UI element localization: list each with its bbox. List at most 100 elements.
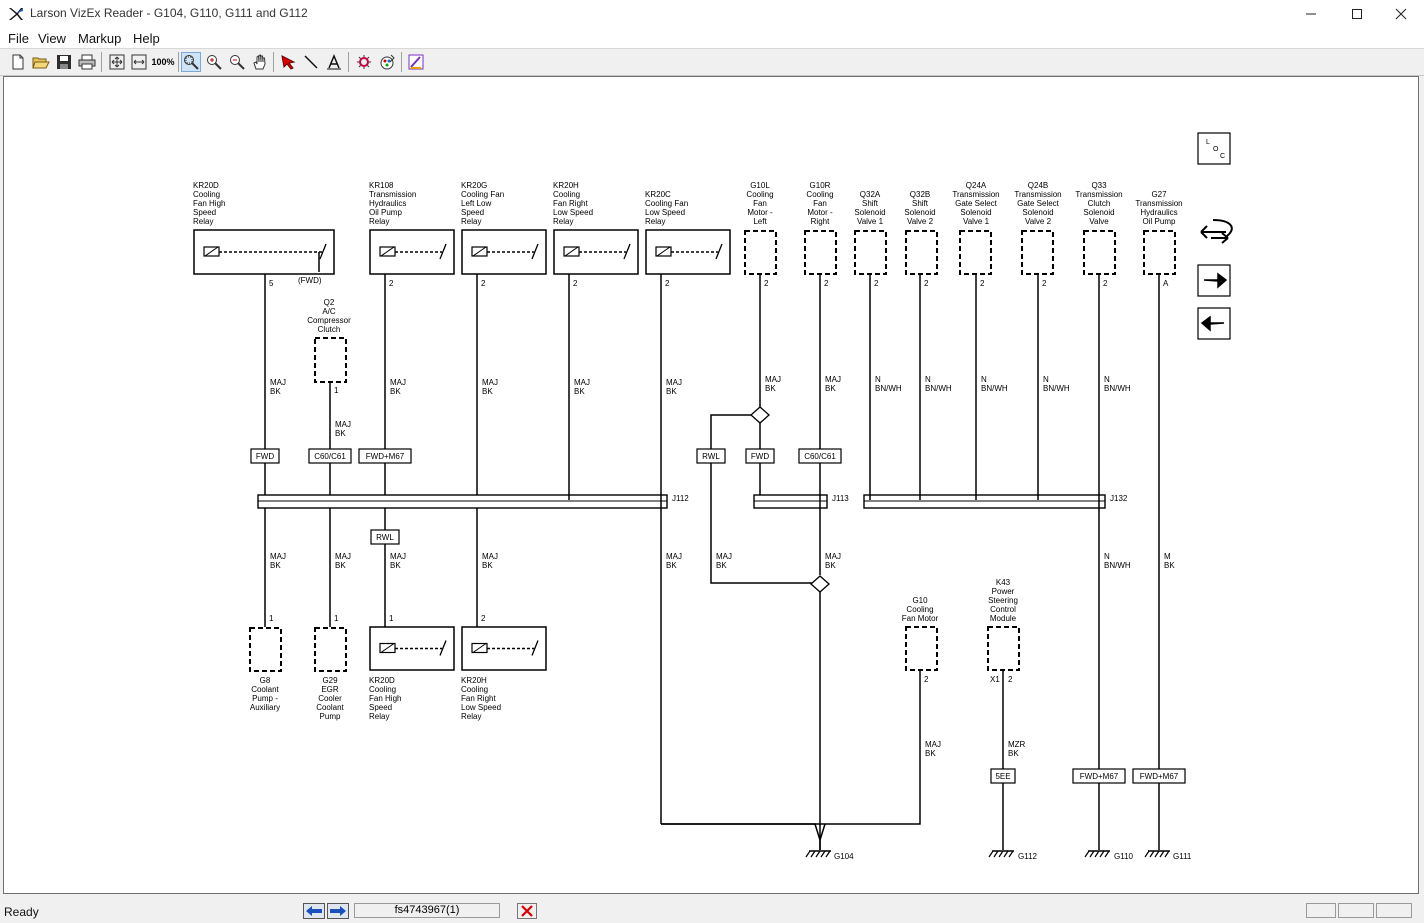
pin-number: 2 bbox=[1103, 279, 1108, 288]
wire-color-label: MAJ bbox=[390, 378, 406, 387]
line-tool-button[interactable] bbox=[301, 52, 321, 72]
relay-coil-slash bbox=[380, 246, 395, 257]
q24b-label: Transmission bbox=[1014, 190, 1061, 199]
q33-label: Q33 bbox=[1091, 181, 1107, 190]
q24b-label: Q24B bbox=[1028, 181, 1048, 190]
wire bbox=[819, 823, 826, 841]
wire-color-label: MZR bbox=[1008, 740, 1026, 749]
zoom-100-button[interactable]: 100% bbox=[151, 57, 175, 67]
q32b-label: Solenoid bbox=[904, 208, 935, 217]
menu-file[interactable]: File bbox=[8, 31, 29, 46]
arrow-left-icon bbox=[1200, 315, 1225, 332]
markup-button[interactable] bbox=[406, 52, 426, 72]
ground-g110 bbox=[1089, 850, 1095, 858]
g29-label: EGR bbox=[321, 685, 339, 694]
q24a-label: Transmission bbox=[952, 190, 999, 199]
save-button[interactable] bbox=[54, 52, 74, 72]
wire-color-label: BK bbox=[1164, 561, 1175, 570]
kr20h-lower-label: Fan Right bbox=[461, 694, 496, 703]
app-logo-icon bbox=[9, 8, 23, 20]
menu-help[interactable]: Help bbox=[133, 31, 160, 46]
print-button[interactable] bbox=[77, 52, 97, 72]
q32b-label: Q32B bbox=[910, 190, 930, 199]
g10l-label: Left bbox=[753, 217, 767, 226]
kr20d-relay-box bbox=[193, 229, 335, 275]
fit-page-icon bbox=[109, 54, 125, 70]
junction-label: J113 bbox=[832, 494, 849, 503]
minimize-button[interactable] bbox=[1288, 0, 1334, 28]
wire-color-label: MAJ bbox=[765, 375, 781, 384]
zoom-out-button[interactable] bbox=[227, 52, 247, 72]
arrow-right-icon bbox=[1203, 272, 1228, 289]
g10-box bbox=[905, 626, 938, 671]
next-page-button[interactable] bbox=[327, 903, 349, 919]
fit-page-button[interactable] bbox=[107, 52, 127, 72]
new-button[interactable] bbox=[8, 52, 28, 72]
q33-label: Transmission bbox=[1075, 190, 1122, 199]
zoom-window-button[interactable] bbox=[181, 52, 201, 72]
component-box bbox=[744, 230, 777, 275]
pin-number: 2 bbox=[924, 675, 929, 684]
close-document-button[interactable] bbox=[517, 903, 537, 919]
wire-color-label: BK bbox=[335, 561, 346, 570]
relay-coil-slash bbox=[656, 246, 671, 257]
maximize-button[interactable] bbox=[1334, 0, 1380, 28]
status-panel bbox=[1376, 903, 1412, 918]
open-button[interactable] bbox=[31, 52, 51, 72]
previous-page-button[interactable] bbox=[303, 903, 325, 919]
close-button[interactable] bbox=[1378, 0, 1424, 28]
q24a-label: Solenoid bbox=[960, 208, 991, 217]
wire-color-label: BN/WH bbox=[981, 384, 1008, 393]
kr20c-label: Relay bbox=[645, 217, 665, 226]
relay-coil-slash bbox=[472, 246, 487, 257]
kr20h-lower-relay-box bbox=[461, 626, 547, 671]
color-button[interactable] bbox=[377, 52, 397, 72]
arrow-right-icon bbox=[330, 906, 346, 916]
new-file-icon bbox=[12, 54, 24, 70]
kr108-label: Transmission bbox=[369, 190, 416, 199]
wire-color-label: MAJ bbox=[482, 552, 498, 561]
q33-label: Valve bbox=[1089, 217, 1109, 226]
wire-color-label: BN/WH bbox=[1043, 384, 1070, 393]
connector-label: RWL bbox=[376, 533, 394, 542]
zoom-window-icon bbox=[184, 55, 199, 70]
q32a-label: Shift bbox=[862, 199, 879, 208]
ground-g112 bbox=[1008, 850, 1014, 858]
status-bar: Ready bbox=[0, 900, 1424, 921]
wire bbox=[661, 670, 921, 825]
kr20d-label: Fan High bbox=[193, 199, 225, 208]
kr20h-lower-label: Low Speed bbox=[461, 703, 501, 712]
wire-color-label: MAJ bbox=[270, 378, 286, 387]
g10l-label: G10L bbox=[750, 181, 770, 190]
kr20h-label: Cooling bbox=[553, 190, 580, 199]
menu-bar: File View Markup Help bbox=[0, 28, 1424, 48]
kr108-label: Hydraulics bbox=[369, 199, 406, 208]
select-button[interactable] bbox=[278, 52, 298, 72]
connector-fwd-m67 bbox=[1072, 768, 1126, 784]
wire-color-label: N bbox=[925, 375, 931, 384]
kr20d-lower-label: Fan High bbox=[369, 694, 401, 703]
ground-g112 bbox=[1003, 850, 1009, 858]
q2-label: Clutch bbox=[318, 325, 341, 334]
menu-markup[interactable]: Markup bbox=[78, 31, 122, 46]
zoom-in-button[interactable] bbox=[204, 52, 224, 72]
menu-view[interactable]: View bbox=[38, 31, 66, 46]
pan-button[interactable] bbox=[250, 52, 270, 72]
connector-label: FWD+M67 bbox=[1080, 772, 1119, 781]
wire-color-label: BN/WH bbox=[1104, 384, 1131, 393]
settings-button[interactable] bbox=[354, 52, 374, 72]
connector-c60c61 bbox=[798, 448, 842, 464]
title-bar: Larson VizEx Reader - G104, G110, G111 a… bbox=[0, 0, 1424, 28]
q2-box bbox=[314, 337, 347, 383]
text-tool-button[interactable] bbox=[324, 52, 344, 72]
pin-number: 1 bbox=[389, 614, 394, 623]
kr108-label: Oil Pump bbox=[369, 208, 402, 217]
fit-width-button[interactable] bbox=[129, 52, 149, 72]
pin-number: 2 bbox=[481, 614, 486, 623]
wire-color-label: BK bbox=[482, 387, 493, 396]
ground-g111 bbox=[1144, 850, 1150, 858]
kr20h-lower-label: Relay bbox=[461, 712, 481, 721]
g10r-label: Motor - bbox=[807, 208, 833, 217]
k43-box bbox=[987, 626, 1020, 671]
